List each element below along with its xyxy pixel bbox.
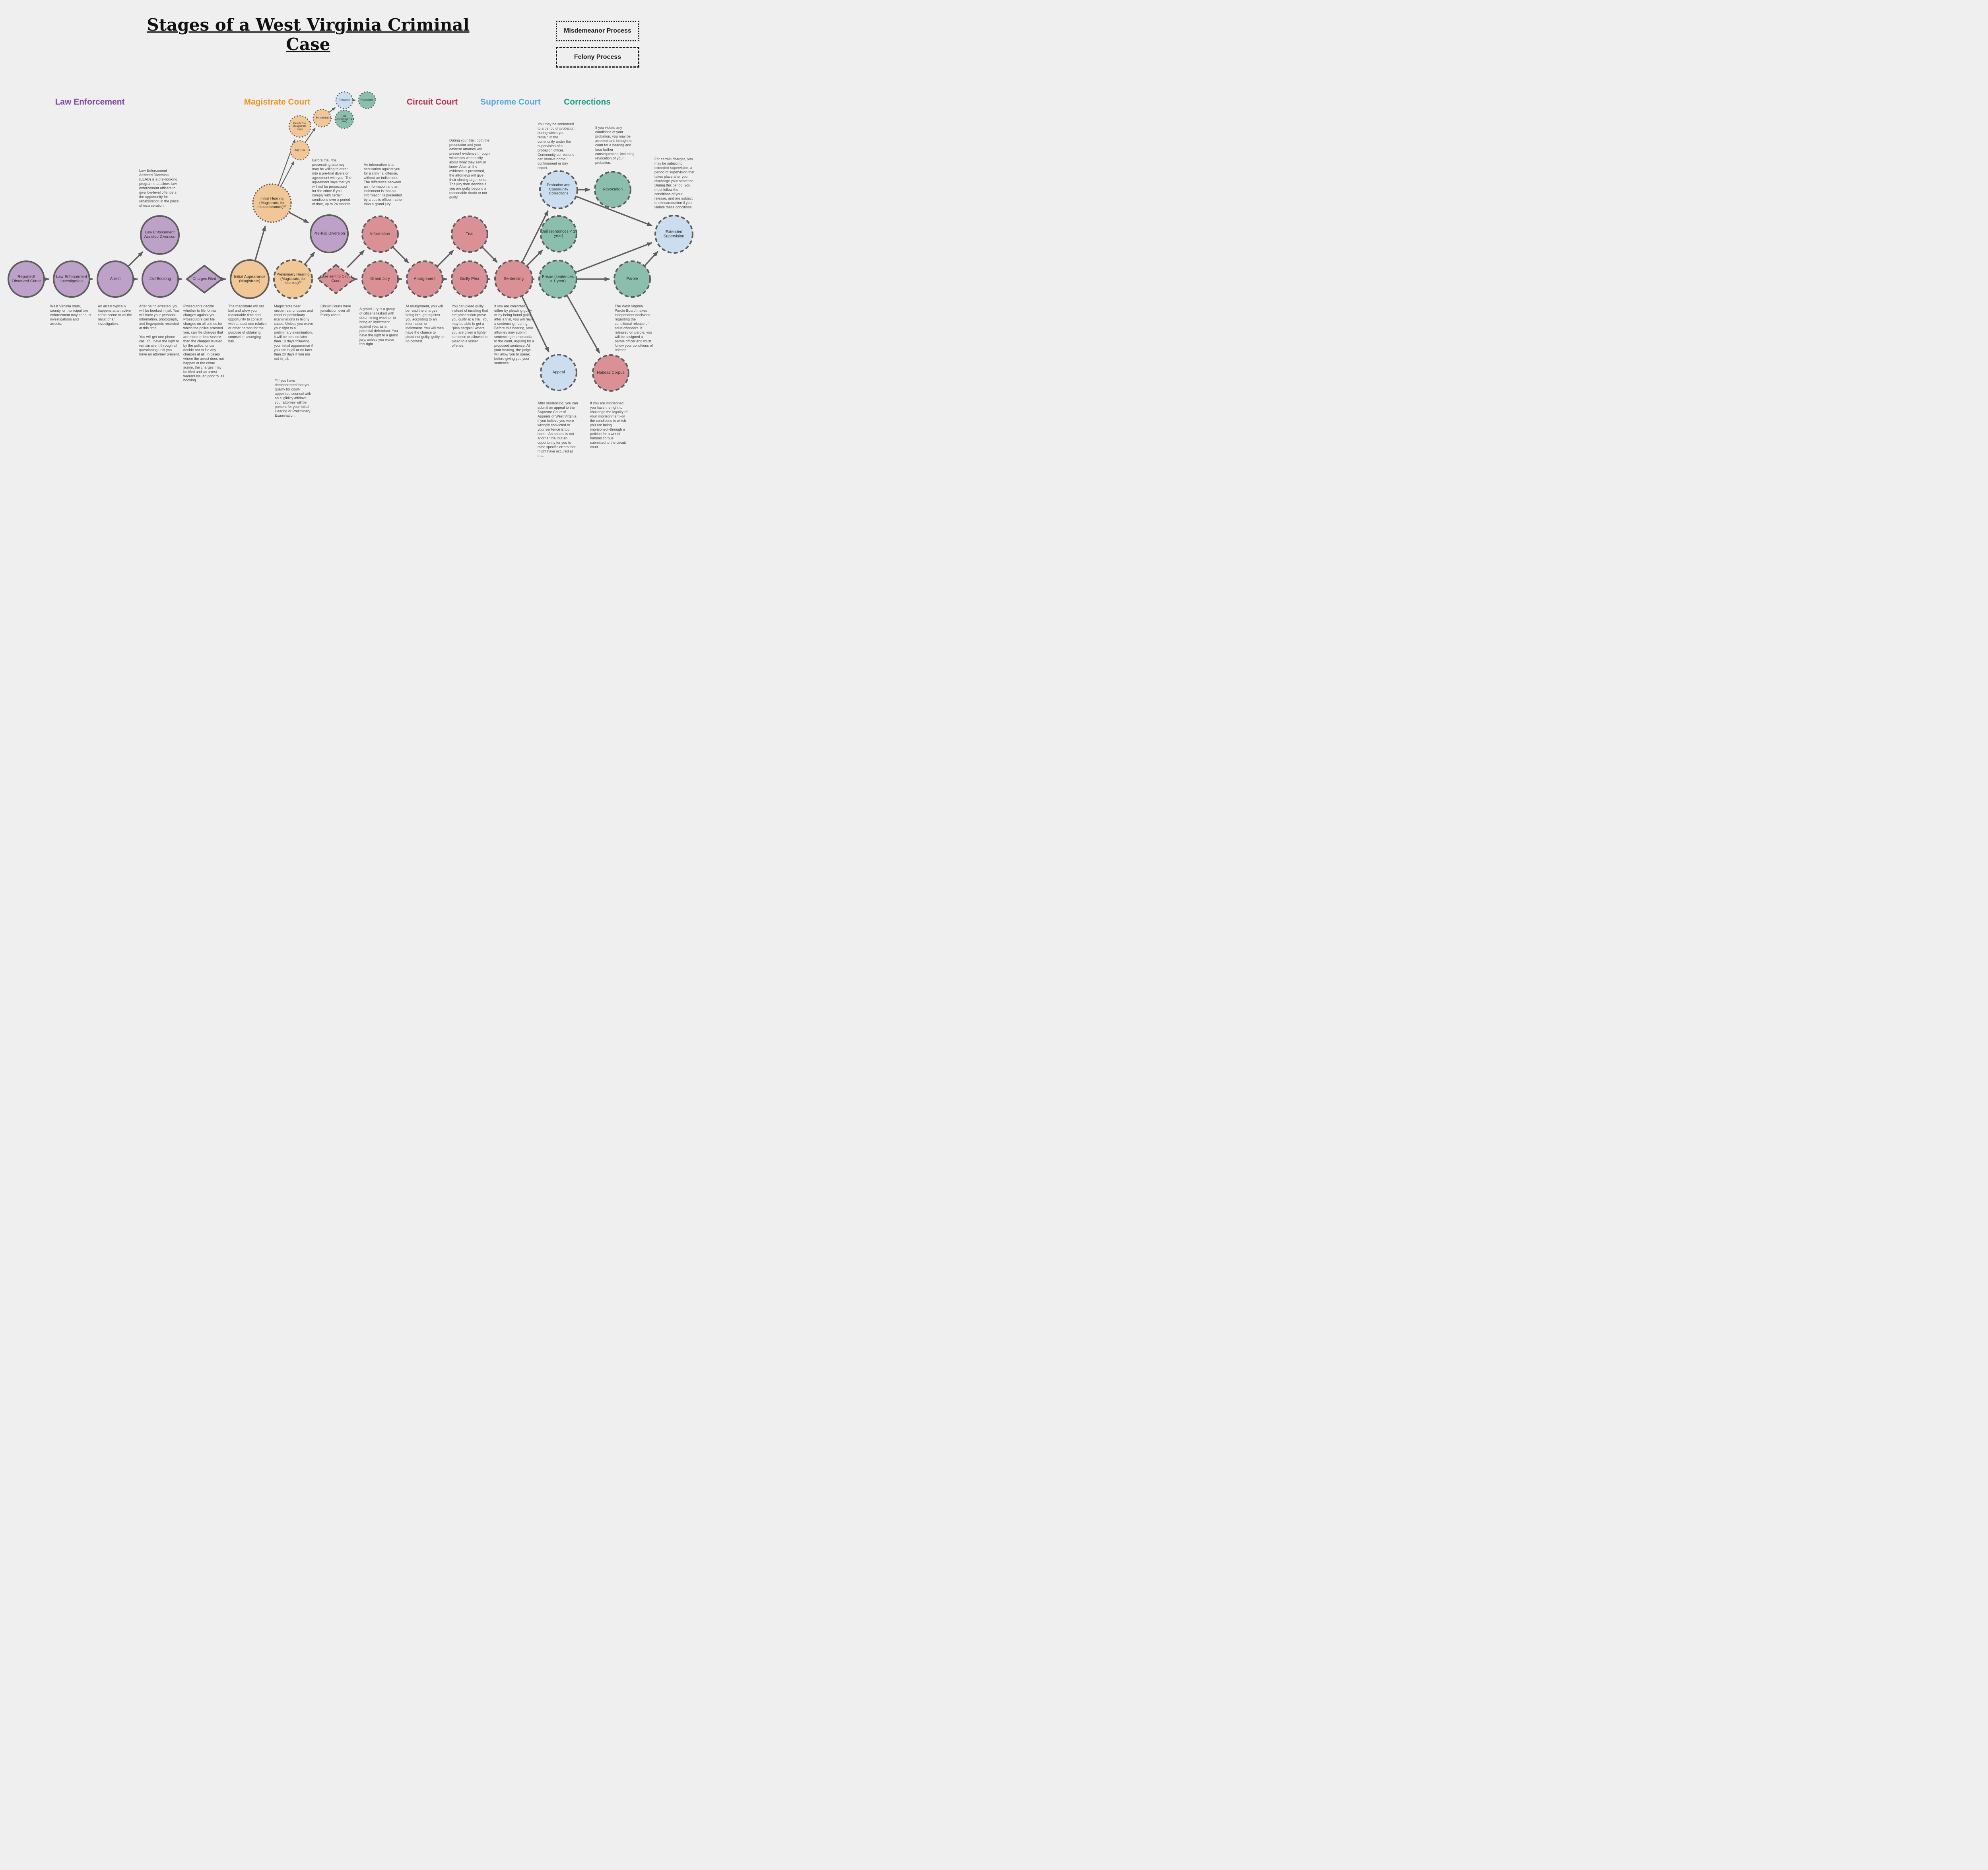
edge-sent-to-probcc <box>521 210 549 262</box>
node-shape-revoc <box>594 171 631 208</box>
node-shape-sent <box>494 260 533 299</box>
node-shape-arraign <box>406 260 443 298</box>
edge-jurytrial-to-sentm <box>305 128 316 143</box>
paragraph-arrest-note: An arrest typically happens at an active… <box>98 304 132 326</box>
paragraph-pretrial-note: Before trial, the prosecuting attorney m… <box>312 158 352 206</box>
paragraph-booking-note: After being arrested, you will be booked… <box>139 304 180 356</box>
edge-inithear-to-pretrial <box>289 212 309 223</box>
node-shape-appeal <box>540 354 577 391</box>
node-shape-grandjury <box>361 260 399 298</box>
edges-group <box>44 99 659 354</box>
edge-casesent-to-info <box>347 250 365 268</box>
edge-sent-to-appeal <box>521 296 549 353</box>
node-shape-probm <box>335 91 353 109</box>
node-shape-lei <box>53 260 90 298</box>
paragraph-habeas-note: If you are imprisoned, you have the righ… <box>590 401 628 449</box>
edge-arraign-to-trial <box>437 250 454 267</box>
paragraph-lei-note: West Virginia state, county, or municipa… <box>50 304 91 326</box>
edge-sent-to-jail1 <box>526 249 544 266</box>
node-shape-revocm <box>358 91 376 109</box>
paragraph-prelim-note: Magistrates hear misdemeanor cases and c… <box>274 304 313 361</box>
node-shape-prelim <box>273 259 313 299</box>
node-shape-prison <box>538 260 577 299</box>
section-header-supreme-court: Supreme Court <box>480 97 541 107</box>
paragraph-probation-note: You may be sentenced to a period of prob… <box>538 122 576 170</box>
edge-prison-to-habeas <box>567 295 600 354</box>
edge-trial-to-sent <box>481 247 498 263</box>
node-shape-jail1 <box>540 215 577 252</box>
edge-parole-to-extsup <box>644 251 659 266</box>
node-shape-jurytrial <box>289 140 310 161</box>
paragraph-appeal-note: After sentencing, you can submit an appe… <box>538 401 578 458</box>
edge-probcc-to-extsup <box>576 196 652 227</box>
node-shape-info <box>361 216 399 253</box>
node-shape-guilty <box>451 260 488 298</box>
section-header-circuit-court: Circuit Court <box>406 97 458 107</box>
legend-misdemeanor-process: Misdemeanor Process <box>556 21 639 41</box>
node-shape-pretrial <box>310 214 349 253</box>
node-shape-lead <box>140 215 180 255</box>
edge-bench-to-sentm <box>307 122 311 125</box>
edge-arrest-to-lead <box>128 251 144 267</box>
node-shape-reported <box>8 260 45 298</box>
paragraph-circuit-note: Circuit Courts have jurisdiction over al… <box>320 304 351 317</box>
paragraph-sent-note: If you are convicted, either by pleading… <box>494 304 534 365</box>
paragraph-lead-note: Law Enforcement Assisted Diversion (LEAD… <box>139 169 179 208</box>
edge-info-to-arraign <box>392 247 410 264</box>
edge-inithear-to-jurytrial <box>280 161 295 186</box>
paragraph-charges-note: Prosecutors decide whether to file forma… <box>183 304 224 383</box>
node-shape-habeas <box>592 354 629 392</box>
paragraph-revoc-note: If you violate any conditions of your pr… <box>595 126 635 165</box>
edge-prison-to-extsup <box>575 242 652 273</box>
paragraph-extsup-note: For certain charges, you may be subject … <box>654 157 695 209</box>
paragraph-footnote: **If you have demonstrated that you qual… <box>275 379 311 417</box>
node-shape-jailm <box>334 109 354 129</box>
node-shape-trial <box>451 216 488 253</box>
page-title: Stages of a West Virginia Criminal Case <box>147 15 470 54</box>
node-shape-casesent <box>316 264 356 295</box>
node-shapes-group <box>8 91 693 392</box>
node-shape-initapp <box>230 259 270 299</box>
edge-initapp-to-inithear <box>254 225 266 261</box>
node-shape-charges <box>185 264 223 294</box>
paragraph-info-note: An information is an accusation against … <box>364 163 403 206</box>
node-shape-sentm <box>313 109 332 128</box>
paragraph-arraign-note: At arraignment, you will be read the cha… <box>406 304 445 343</box>
node-shape-bench <box>288 115 311 138</box>
legend-felony-process: Felony Process <box>556 47 639 68</box>
node-shape-parole <box>613 260 651 298</box>
paragraph-trial-note: During your trial, both the prosecutor a… <box>449 138 490 199</box>
node-shape-probcc <box>539 170 578 209</box>
edge-prelim-to-pretrial <box>305 252 315 264</box>
node-shape-inithear <box>252 183 292 223</box>
paragraph-parole-note: The West Virginia Parole Board makes ind… <box>615 304 653 352</box>
section-header-magistrate-court: Magistrate Court <box>244 97 311 107</box>
section-header-corrections: Corrections <box>564 97 611 107</box>
edge-sentm-to-probm <box>329 107 336 113</box>
node-shape-extsup <box>654 215 693 254</box>
paragraph-initapp-note: The magistrate will set bail and allow y… <box>228 304 267 343</box>
section-header-law-enforcement: Law Enforcement <box>55 97 125 107</box>
flowchart-shapes-svg <box>8 91 693 392</box>
legend: Misdemeanor Process Felony Process <box>556 21 639 68</box>
paragraph-grandjury-note: A grand jury is a group of citizens task… <box>359 307 398 346</box>
diagram-canvas: Stages of a West Virginia Criminal Case … <box>0 0 705 468</box>
node-shape-jailbook <box>142 260 179 298</box>
node-shape-arrest <box>97 260 134 298</box>
paragraph-guilty-note: You can plead guilty instead of insistin… <box>452 304 489 348</box>
